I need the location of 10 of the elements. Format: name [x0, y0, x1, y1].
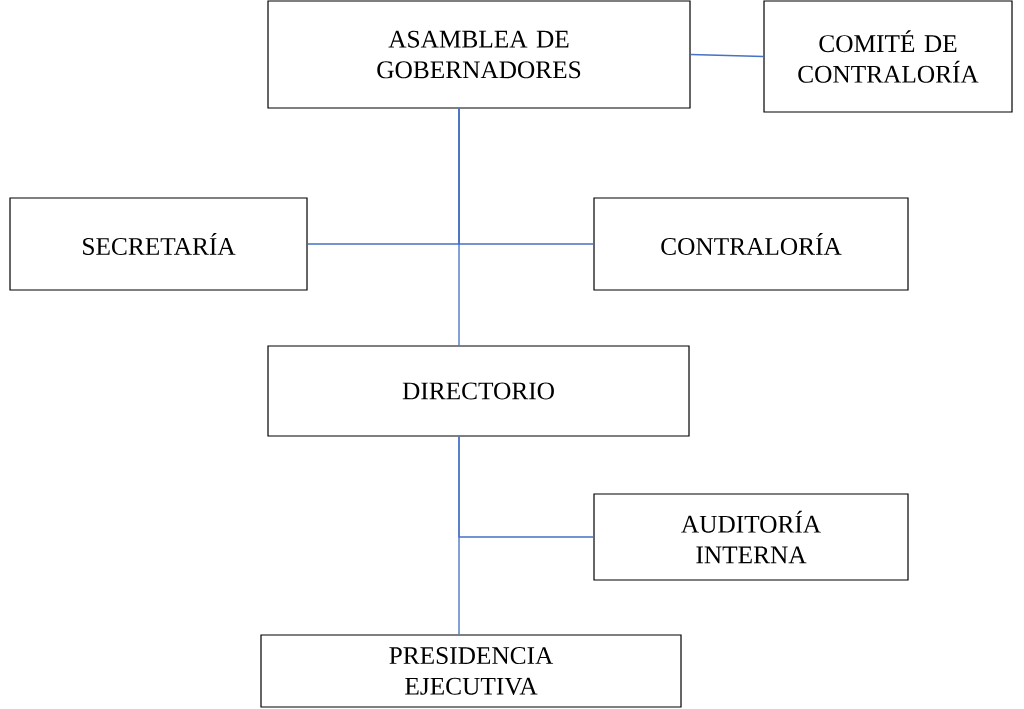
org-box: CONTRALORÍA	[593, 197, 909, 291]
org-box: SECRETARÍA	[9, 197, 308, 291]
connector-line	[458, 107, 595, 245]
org-box: DIRECTORIO	[267, 345, 690, 437]
org-box: PRESIDENCIA EJECUTIVA	[260, 634, 682, 708]
connector-line	[689, 53, 765, 58]
connector-line	[458, 435, 595, 538]
org-box: COMITÉ DE CONTRALORÍA	[763, 0, 1013, 113]
org-box: AUDITORÍA INTERNA	[593, 493, 909, 581]
org-box: ASAMBLEA DE GOBERNADORES	[267, 0, 691, 109]
